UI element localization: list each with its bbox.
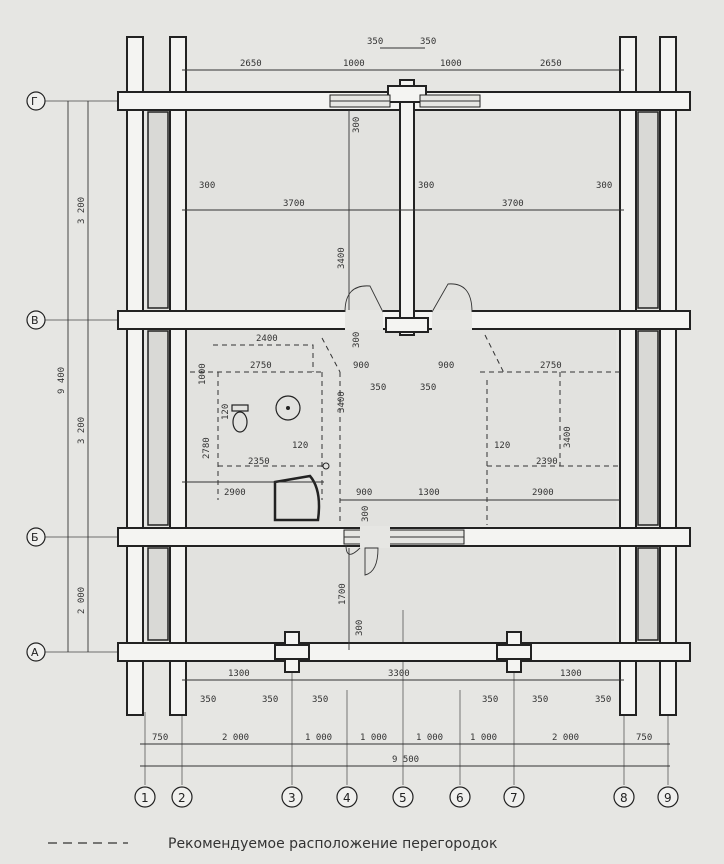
dim-right-2900: 2900 xyxy=(532,488,554,498)
dim-top-1000-left: 1000 xyxy=(343,59,365,69)
dim-hall-900-right: 900 xyxy=(438,361,454,371)
dim-bath-120-second: 120 xyxy=(292,441,308,451)
dim-350-right: 350 xyxy=(420,383,436,393)
dim-top-1000-right: 1000 xyxy=(440,59,462,69)
dim-bottom-350-b: 350 xyxy=(262,695,278,705)
axis-number-5: 5 xyxy=(399,791,407,805)
dim-room-3700-left: 3700 xyxy=(283,199,305,209)
number-axis-markers: 1 2 3 4 5 6 7 8 9 xyxy=(134,786,679,808)
toilet-tank-icon xyxy=(231,404,249,412)
walls xyxy=(117,36,691,716)
dim-left-2000: 2 000 xyxy=(77,587,87,614)
dim-top-350-left: 350 xyxy=(367,37,383,47)
dim-right-2750: 2750 xyxy=(540,361,562,371)
dim-hall-1300: 1300 xyxy=(418,488,440,498)
dim-module-750-left: 750 xyxy=(152,733,168,743)
dim-left-3200-top: 3 200 xyxy=(77,197,87,224)
dim-bath-120: 120 xyxy=(221,404,231,420)
dim-module-1000-a: 1 000 xyxy=(305,733,332,743)
dim-room-3700-right: 3700 xyxy=(502,199,524,209)
dim-bottom-350-d: 350 xyxy=(482,695,498,705)
legend: Рекомендуемое расположение перегородок xyxy=(48,836,497,852)
dim-top-2650-left: 2650 xyxy=(240,59,262,69)
dim-wall-300-mid: 300 xyxy=(418,181,434,191)
dim-right-120: 120 xyxy=(494,441,510,451)
axis-number-3: 3 xyxy=(288,791,296,805)
dim-bath-3400: 3400 xyxy=(337,391,347,413)
dim-bath-2400: 2400 xyxy=(256,334,278,344)
axis-number-2: 2 xyxy=(178,791,186,805)
dim-hall-900-bottom: 900 xyxy=(356,488,372,498)
axis-number-1: 1 xyxy=(141,791,149,805)
dim-right-2390: 2390 xyxy=(536,457,558,467)
axis-letter-g: Г xyxy=(31,95,38,108)
dim-wall-300-top: 300 xyxy=(352,117,362,133)
axis-number-9: 9 xyxy=(664,791,672,805)
dim-bottom-350-f: 350 xyxy=(595,695,611,705)
dim-wall-300-left: 300 xyxy=(199,181,215,191)
shower-cabin-icon xyxy=(273,474,321,522)
dim-wall-300-right: 300 xyxy=(596,181,612,191)
dim-bottom-350-e: 350 xyxy=(532,695,548,705)
dim-350-left: 350 xyxy=(370,383,386,393)
dim-bottom-350-a: 350 xyxy=(200,695,216,705)
sink-icon xyxy=(275,395,301,421)
dim-left-3200-mid: 3 200 xyxy=(77,417,87,444)
legend-text: Рекомендуемое расположение перегородок xyxy=(168,836,497,852)
dim-bottom-1300-left: 1300 xyxy=(228,669,250,679)
dim-total-width: 9 500 xyxy=(392,755,419,765)
dim-total-height: 9 400 xyxy=(57,367,67,394)
dim-module-2000-right: 2 000 xyxy=(552,733,579,743)
dim-bath-1000: 1000 xyxy=(198,363,208,385)
dim-wall-300-bottom: 300 xyxy=(355,620,365,636)
dim-right-3400: 3400 xyxy=(563,426,573,448)
dim-wall-300-window: 300 xyxy=(361,506,371,522)
dim-top-2650-right: 2650 xyxy=(540,59,562,69)
door-swings xyxy=(344,283,473,576)
toilet-icon xyxy=(232,411,248,433)
axis-number-8: 8 xyxy=(620,791,628,805)
dim-room-3400: 3400 xyxy=(337,247,347,269)
dim-wall-300-door: 300 xyxy=(352,332,362,348)
dim-module-1000-d: 1 000 xyxy=(470,733,497,743)
dim-bottom-3300: 3300 xyxy=(388,669,410,679)
dim-bath-2350: 2350 xyxy=(248,457,270,467)
axis-letter-a: А xyxy=(31,646,39,659)
dim-module-2000-left: 2 000 xyxy=(222,733,249,743)
dim-module-750-right: 750 xyxy=(636,733,652,743)
axis-letter-v: В xyxy=(31,314,39,327)
axis-number-7: 7 xyxy=(510,791,518,805)
axis-letter-b: Б xyxy=(31,531,39,544)
dim-1700: 1700 xyxy=(338,583,348,605)
axis-number-4: 4 xyxy=(343,791,351,805)
dimension-lines xyxy=(67,47,670,767)
dim-bath-2750: 2750 xyxy=(250,361,272,371)
dim-module-1000-c: 1 000 xyxy=(416,733,443,743)
dim-bath-2900: 2900 xyxy=(224,488,246,498)
axis-number-6: 6 xyxy=(456,791,464,805)
dim-hall-900-left: 900 xyxy=(353,361,369,371)
dim-bottom-1300-right: 1300 xyxy=(560,669,582,679)
dim-bath-2780: 2780 xyxy=(202,437,212,459)
dim-module-1000-b: 1 000 xyxy=(360,733,387,743)
bathroom-fixtures xyxy=(231,395,330,522)
dim-bottom-350-c: 350 xyxy=(312,695,328,705)
dimension-labels: 350 350 2650 1000 1000 2650 300 300 300 … xyxy=(57,37,652,765)
dim-top-350-right: 350 xyxy=(420,37,436,47)
letter-axis-markers: Г В Б А xyxy=(26,91,46,662)
